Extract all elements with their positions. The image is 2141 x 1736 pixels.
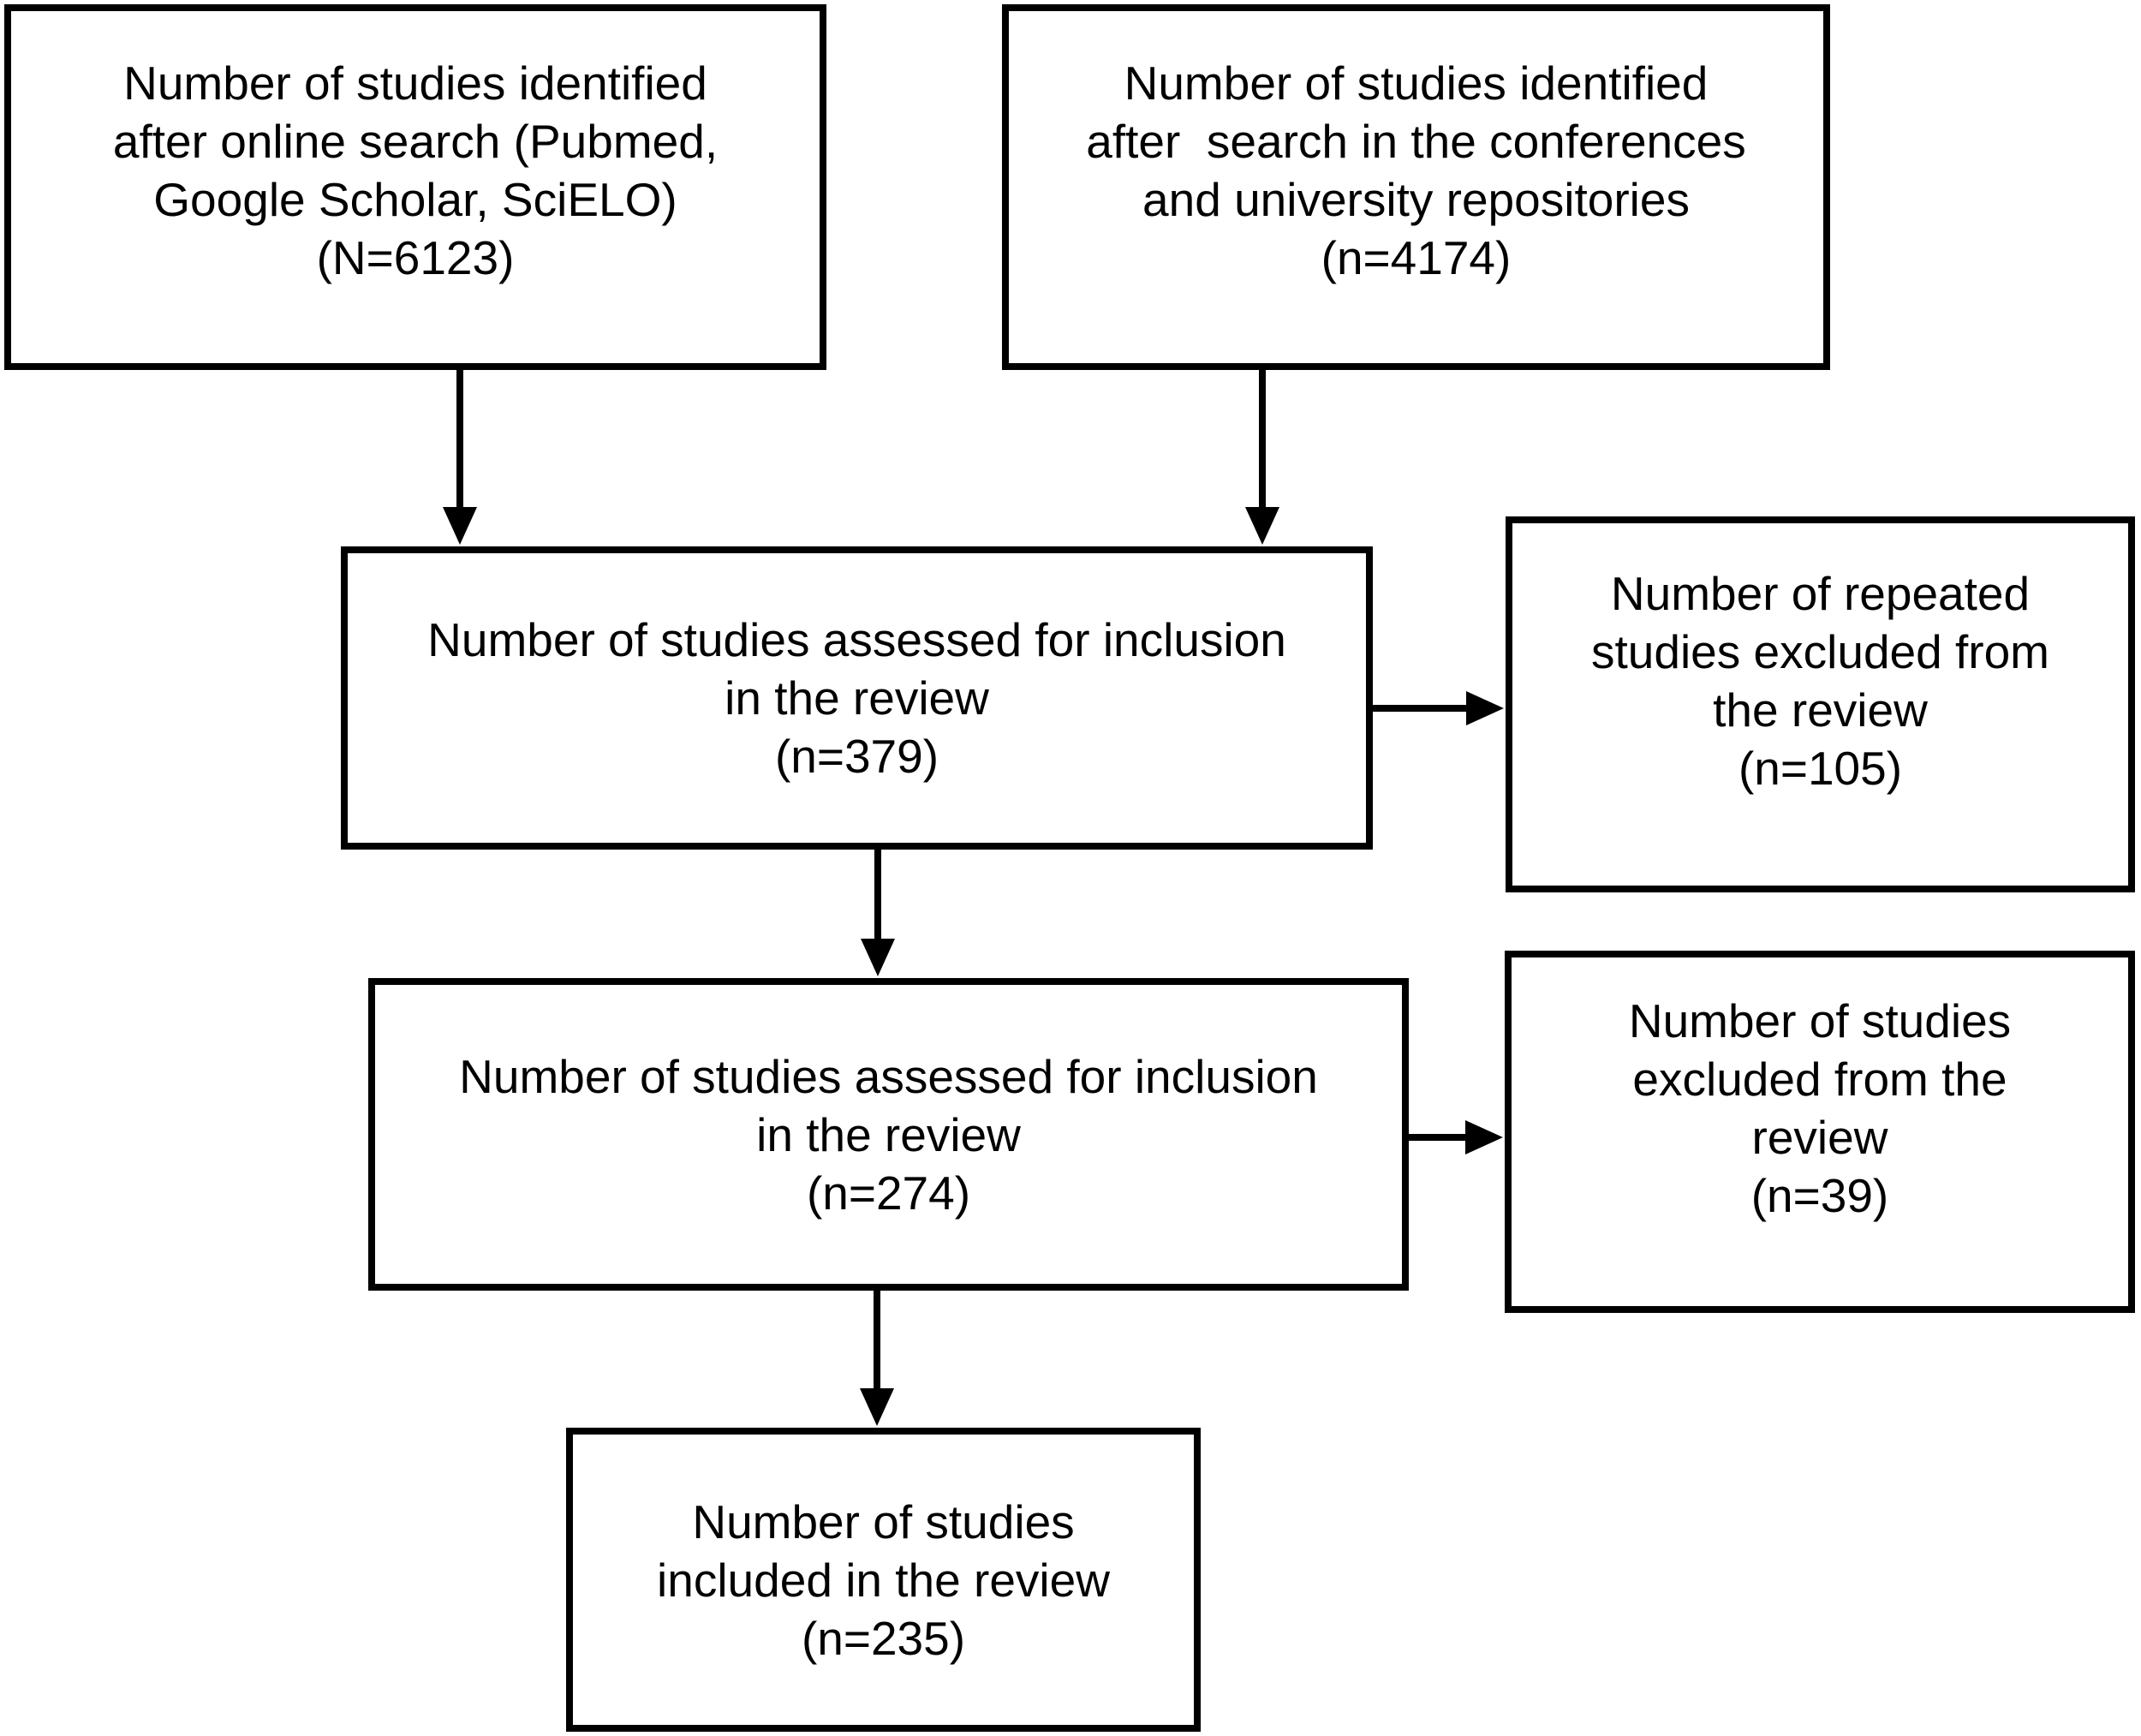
box-line: Google Scholar, SciELO) xyxy=(153,172,677,226)
box-studies-identified-repositories: Number of studies identified after searc… xyxy=(1002,4,1830,370)
arrowhead-right-icon xyxy=(1466,691,1504,725)
arrow-stem xyxy=(874,850,881,942)
box-line: (n=274) xyxy=(806,1166,971,1220)
box-line: (n=39) xyxy=(1750,1168,1889,1222)
arrow-stem xyxy=(1373,705,1473,712)
box-line: studies excluded from xyxy=(1591,624,2049,678)
box-line: (n=4174) xyxy=(1321,230,1512,284)
box-line: excluded from the xyxy=(1632,1052,2007,1106)
box-excluded-n39: Number of studies excluded from the revi… xyxy=(1505,951,2135,1313)
box-studies-identified-online: Number of studies identified after onlin… xyxy=(4,4,826,370)
box-line: (n=379) xyxy=(774,730,939,783)
box-line: after online search (Pubmed, xyxy=(112,114,719,168)
box-line: in the review xyxy=(725,671,989,725)
arrow-stem xyxy=(456,370,463,510)
box-included-n235: Number of studies included in the review… xyxy=(566,1428,1201,1732)
box-line: Number of studies xyxy=(692,1494,1075,1548)
box-line: Number of studies assessed for inclusion xyxy=(427,613,1286,666)
box-line: Number of studies identified xyxy=(123,56,707,110)
arrowhead-down-icon xyxy=(860,1388,894,1426)
box-line: Number of repeated xyxy=(1610,566,2031,620)
box-line: review xyxy=(1751,1110,1888,1164)
box-line: (n=105) xyxy=(1738,741,1903,795)
arrowhead-down-icon xyxy=(861,939,895,976)
box-line: (n=235) xyxy=(801,1611,966,1665)
box-assessed-inclusion-n379: Number of studies assessed for inclusion… xyxy=(341,546,1373,850)
arrowhead-down-icon xyxy=(443,507,477,545)
arrow-stem xyxy=(1409,1134,1469,1141)
box-line: (N=6123) xyxy=(316,230,515,284)
box-line: the review xyxy=(1713,683,1928,737)
box-line: in the review xyxy=(756,1107,1021,1161)
arrowhead-right-icon xyxy=(1465,1120,1503,1154)
box-line: included in the review xyxy=(657,1553,1110,1607)
arrow-stem xyxy=(874,1291,880,1392)
box-line: Number of studies identified xyxy=(1124,56,1709,110)
box-line: Number of studies xyxy=(1628,993,2012,1047)
box-line: after search in the conferences xyxy=(1086,114,1746,168)
box-line: and university repositories xyxy=(1142,172,1690,226)
box-line: Number of studies assessed for inclusion xyxy=(459,1049,1318,1103)
arrow-stem xyxy=(1259,370,1266,510)
box-repeated-excluded-n105: Number of repeated studies excluded from… xyxy=(1506,516,2135,892)
arrowhead-down-icon xyxy=(1245,507,1279,545)
box-assessed-inclusion-n274: Number of studies assessed for inclusion… xyxy=(368,978,1409,1291)
